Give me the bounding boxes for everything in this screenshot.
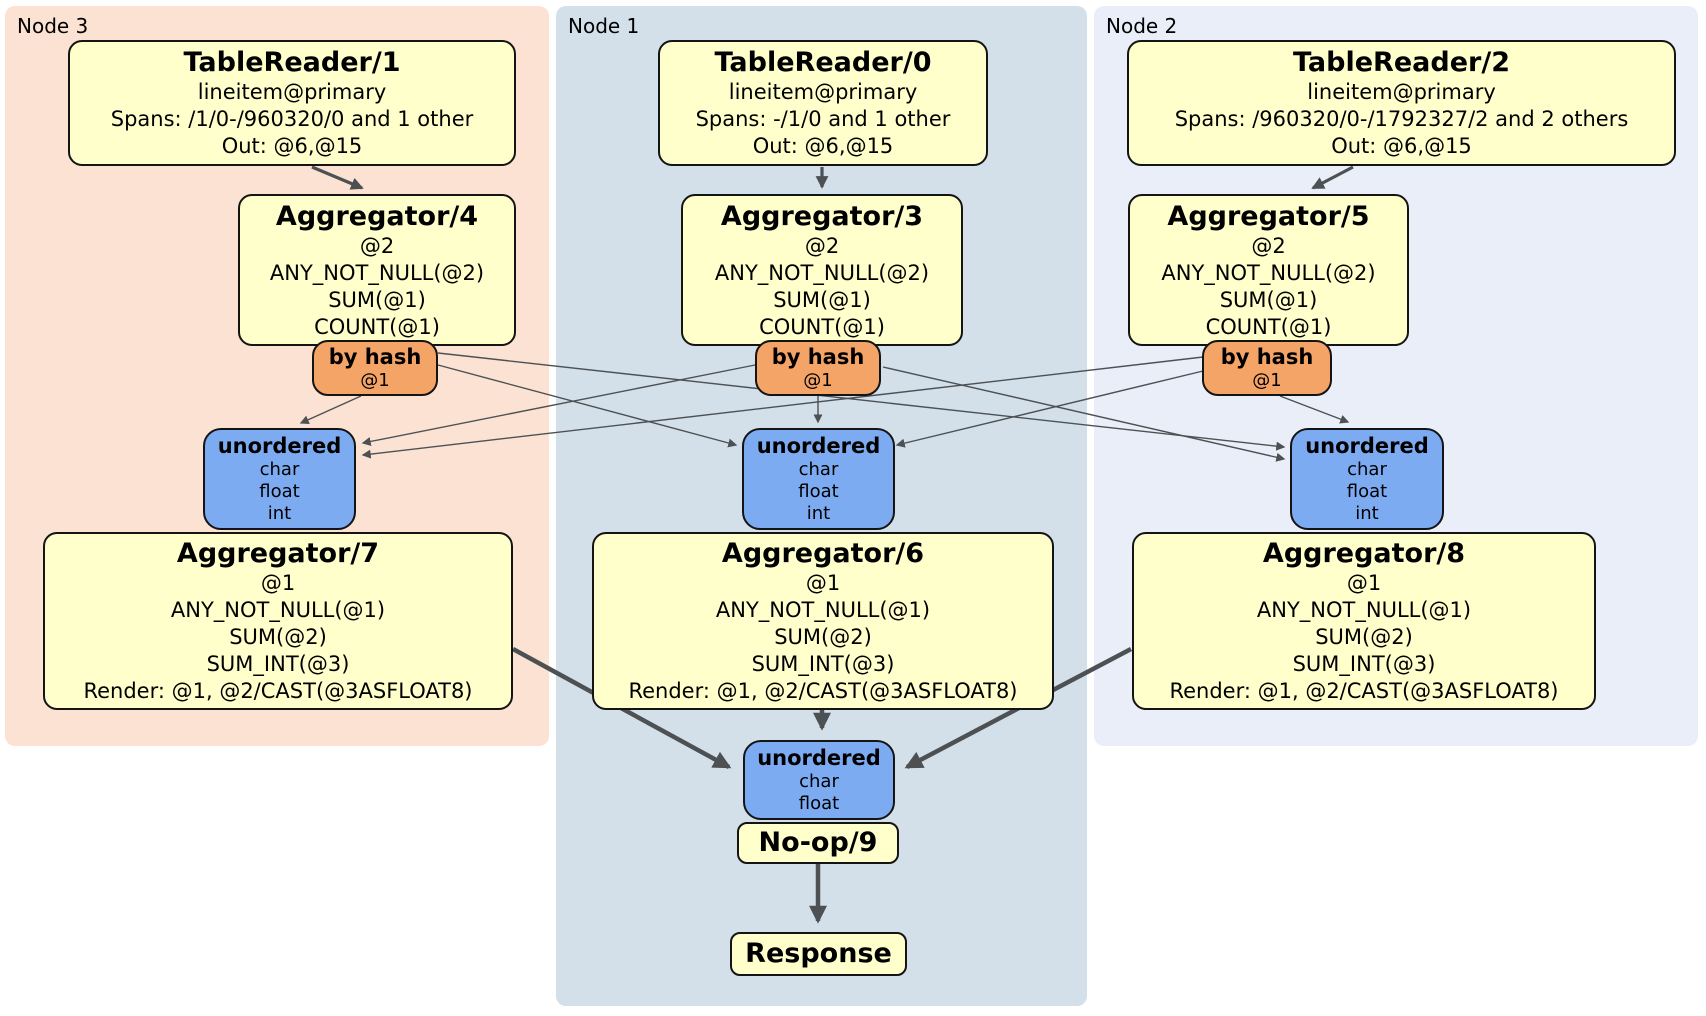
tablereader-1-box: TableReader/1 lineitem@primary Spans: /1… xyxy=(68,40,516,166)
aggregator-6-title: Aggregator/6 xyxy=(721,538,925,569)
aggregator-7-fn2: SUM(@2) xyxy=(229,625,327,649)
noop-9-box: No-op/9 xyxy=(737,822,899,864)
unordered-sync-node3-type2: float xyxy=(259,481,300,502)
hash-router-node1-title: by hash xyxy=(771,345,865,369)
unordered-sync-node1-type2: float xyxy=(798,481,839,502)
aggregator-6-box: Aggregator/6 @1 ANY_NOT_NULL(@1) SUM(@2)… xyxy=(592,532,1054,710)
aggregator-5-group: @2 xyxy=(1251,233,1286,258)
hash-router-node1-key: @1 xyxy=(803,370,833,391)
unordered-sync-node1-type3: int xyxy=(806,503,831,524)
tablereader-2-box: TableReader/2 lineitem@primary Spans: /9… xyxy=(1127,40,1676,166)
unordered-sync-node2-title: unordered xyxy=(1305,434,1429,458)
node3-label: Node 3 xyxy=(17,14,89,38)
tablereader-2-spans: Spans: /960320/0-/1792327/2 and 2 others xyxy=(1174,107,1629,131)
tablereader-1-spans: Spans: /1/0-/960320/0 and 1 other xyxy=(110,107,474,131)
aggregator-3-fn1: ANY_NOT_NULL(@2) xyxy=(714,260,930,285)
unordered-sync-node1-title: unordered xyxy=(756,434,881,458)
node1-label: Node 1 xyxy=(568,14,640,38)
hash-router-node3-title: by hash xyxy=(328,345,422,369)
tablereader-2-index: lineitem@primary xyxy=(1307,80,1496,104)
unordered-sync-output-type2: float xyxy=(798,793,840,814)
aggregator-8-title: Aggregator/8 xyxy=(1262,538,1466,569)
tablereader-0-spans: Spans: -/1/0 and 1 other xyxy=(695,107,951,131)
tablereader-2-out: Out: @6,@15 xyxy=(1331,134,1472,158)
aggregator-6-group: @1 xyxy=(805,571,841,595)
aggregator-6-render: Render: @1, @2/CAST(@3ASFLOAT8) xyxy=(628,679,1018,703)
response-title: Response xyxy=(745,938,892,969)
tablereader-0-title: TableReader/0 xyxy=(714,47,932,78)
aggregator-5-fn3: COUNT(@1) xyxy=(1205,314,1332,339)
unordered-sync-node1-type1: char xyxy=(798,459,839,480)
aggregator-4-fn2: SUM(@1) xyxy=(328,287,426,312)
aggregator-7-fn3: SUM_INT(@3) xyxy=(206,652,350,676)
tablereader-0-out: Out: @6,@15 xyxy=(752,134,894,158)
aggregator-3-fn3: COUNT(@1) xyxy=(759,314,885,339)
hash-router-node2: by hash @1 xyxy=(1202,340,1332,396)
noop-9-title: No-op/9 xyxy=(758,827,878,858)
response-box: Response xyxy=(730,932,907,976)
aggregator-8-fn2: SUM(@2) xyxy=(1315,625,1413,649)
tablereader-0-index: lineitem@primary xyxy=(728,80,918,104)
aggregator-3-fn2: SUM(@1) xyxy=(773,287,871,312)
aggregator-8-group: @1 xyxy=(1346,571,1382,595)
unordered-sync-output-type1: char xyxy=(799,771,839,792)
aggregator-8-fn1: ANY_NOT_NULL(@1) xyxy=(1256,598,1472,622)
aggregator-6-fn3: SUM_INT(@3) xyxy=(751,652,895,676)
aggregator-3-title: Aggregator/3 xyxy=(720,200,924,232)
aggregator-8-fn3: SUM_INT(@3) xyxy=(1292,652,1436,676)
aggregator-4-fn3: COUNT(@1) xyxy=(314,314,440,339)
unordered-sync-node3: unordered char float int xyxy=(203,428,356,530)
aggregator-7-box: Aggregator/7 @1 ANY_NOT_NULL(@1) SUM(@2)… xyxy=(43,532,513,710)
unordered-sync-output: unordered char float xyxy=(743,740,895,820)
aggregator-7-fn1: ANY_NOT_NULL(@1) xyxy=(170,598,386,622)
hash-router-node3: by hash @1 xyxy=(312,340,438,396)
unordered-sync-node2: unordered char float int xyxy=(1290,428,1444,530)
tablereader-1-index: lineitem@primary xyxy=(197,80,387,104)
aggregator-3-box: Aggregator/3 @2 ANY_NOT_NULL(@2) SUM(@1)… xyxy=(681,194,963,346)
node2-label: Node 2 xyxy=(1106,14,1178,38)
unordered-sync-output-title: unordered xyxy=(757,746,881,770)
tablereader-1-out: Out: @6,@15 xyxy=(221,134,363,158)
aggregator-5-fn2: SUM(@1) xyxy=(1219,287,1318,312)
aggregator-5-fn1: ANY_NOT_NULL(@2) xyxy=(1161,260,1376,285)
unordered-sync-node2-type3: int xyxy=(1355,503,1379,524)
tablereader-2-title: TableReader/2 xyxy=(1293,47,1510,78)
aggregator-5-box: Aggregator/5 @2 ANY_NOT_NULL(@2) SUM(@1)… xyxy=(1128,194,1409,346)
unordered-sync-node2-type1: char xyxy=(1347,459,1387,480)
aggregator-8-render: Render: @1, @2/CAST(@3ASFLOAT8) xyxy=(1169,679,1559,703)
hash-router-node2-title: by hash xyxy=(1220,345,1314,369)
aggregator-7-render: Render: @1, @2/CAST(@3ASFLOAT8) xyxy=(83,679,473,703)
unordered-sync-node2-type2: float xyxy=(1346,481,1388,502)
aggregator-4-group: @2 xyxy=(359,233,395,258)
aggregator-7-title: Aggregator/7 xyxy=(176,538,380,569)
aggregator-6-fn2: SUM(@2) xyxy=(774,625,872,649)
aggregator-4-title: Aggregator/4 xyxy=(275,200,479,232)
aggregator-5-title: Aggregator/5 xyxy=(1167,200,1370,232)
hash-router-node1: by hash @1 xyxy=(755,340,881,396)
unordered-sync-node3-title: unordered xyxy=(217,434,342,458)
aggregator-6-fn1: ANY_NOT_NULL(@1) xyxy=(715,598,931,622)
hash-router-node2-key: @1 xyxy=(1252,370,1282,391)
aggregator-4-box: Aggregator/4 @2 ANY_NOT_NULL(@2) SUM(@1)… xyxy=(238,194,516,346)
tablereader-0-box: TableReader/0 lineitem@primary Spans: -/… xyxy=(658,40,988,166)
aggregator-7-group: @1 xyxy=(260,571,296,595)
tablereader-1-title: TableReader/1 xyxy=(183,47,401,78)
unordered-sync-node3-type1: char xyxy=(259,459,300,480)
hash-router-node3-key: @1 xyxy=(360,370,390,391)
aggregator-8-box: Aggregator/8 @1 ANY_NOT_NULL(@1) SUM(@2)… xyxy=(1132,532,1596,710)
unordered-sync-node3-type3: int xyxy=(267,503,292,524)
aggregator-4-fn1: ANY_NOT_NULL(@2) xyxy=(269,260,485,285)
aggregator-3-group: @2 xyxy=(804,233,840,258)
unordered-sync-node1: unordered char float int xyxy=(742,428,895,530)
